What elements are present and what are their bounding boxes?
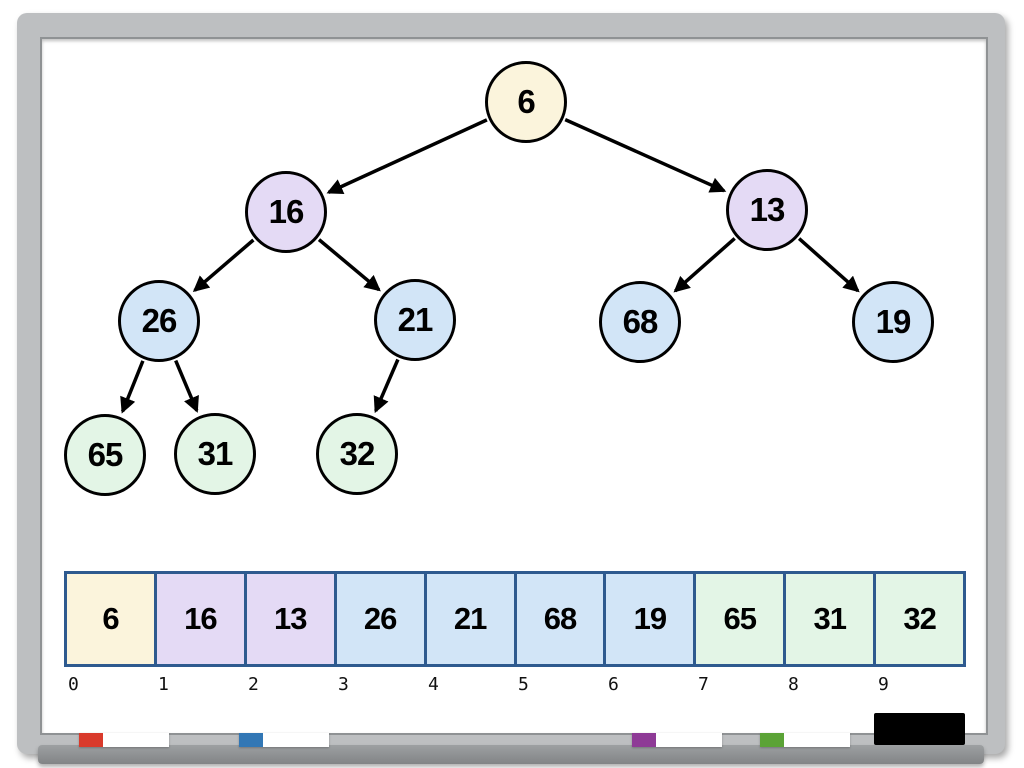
purple-marker-body xyxy=(656,733,722,747)
array-cell-value: 19 xyxy=(633,601,667,636)
array-cell-3[interactable]: 26 xyxy=(333,574,424,664)
array-cell-value: 26 xyxy=(363,601,397,636)
red-marker-body xyxy=(103,733,169,747)
tree-node-label: 16 xyxy=(268,193,305,230)
array-cell-value: 13 xyxy=(274,601,307,636)
tree-node-6[interactable]: 6 xyxy=(485,61,567,143)
blue-marker[interactable] xyxy=(239,733,329,747)
blue-marker-cap xyxy=(239,733,263,747)
array-cell-2[interactable]: 13 xyxy=(243,574,334,664)
array-index-4: 4 xyxy=(428,674,439,695)
tree-node-68[interactable]: 68 xyxy=(599,281,681,363)
blue-marker-body xyxy=(263,733,329,747)
tree-node-label: 6 xyxy=(517,83,535,120)
array-cell-5[interactable]: 68 xyxy=(513,574,604,664)
array-cell-7[interactable]: 65 xyxy=(693,574,784,664)
purple-marker-cap xyxy=(632,733,656,747)
tree-node-26[interactable]: 26 xyxy=(118,280,200,362)
array-cell-6[interactable]: 19 xyxy=(603,574,694,664)
tree-node-label: 13 xyxy=(749,191,786,228)
array-cell-4[interactable]: 21 xyxy=(423,574,514,664)
red-marker[interactable] xyxy=(79,733,169,747)
eraser[interactable] xyxy=(874,713,965,745)
array-index-3: 3 xyxy=(338,674,349,695)
array-index-6: 6 xyxy=(608,674,619,695)
tree-node-13[interactable]: 13 xyxy=(726,169,808,251)
array-cell-8[interactable]: 31 xyxy=(783,574,874,664)
array-index-2: 2 xyxy=(248,674,259,695)
green-marker[interactable] xyxy=(760,733,850,747)
tree-node-32[interactable]: 32 xyxy=(316,413,398,495)
array-cell-value: 32 xyxy=(903,601,936,636)
tree-node-16[interactable]: 16 xyxy=(245,171,327,253)
array-cell-1[interactable]: 16 xyxy=(153,574,244,664)
tree-node-31[interactable]: 31 xyxy=(174,413,256,495)
array-cell-value: 16 xyxy=(184,601,217,636)
tree-node-19[interactable]: 19 xyxy=(852,281,934,363)
array-cell-9[interactable]: 32 xyxy=(873,574,964,664)
array-cell-0[interactable]: 6 xyxy=(67,574,154,664)
array-index-9: 9 xyxy=(878,674,889,695)
tree-node-label: 26 xyxy=(141,302,178,339)
array-index-0: 0 xyxy=(68,674,79,695)
array-cell-value: 68 xyxy=(543,601,577,636)
array-row: 6 16 13 26 21 68 19 65 31 32 xyxy=(64,571,966,667)
tree-node-label: 21 xyxy=(397,301,434,338)
array-cell-value: 31 xyxy=(813,601,846,636)
tree-node-label: 31 xyxy=(197,435,234,472)
green-marker-body xyxy=(784,733,850,747)
tree-node-65[interactable]: 65 xyxy=(64,414,146,496)
array-cell-value: 65 xyxy=(723,601,757,636)
tree-node-label: 68 xyxy=(622,303,659,340)
array-index-5: 5 xyxy=(518,674,529,695)
tree-node-21[interactable]: 21 xyxy=(374,279,456,361)
array-cell-value: 21 xyxy=(453,601,487,636)
purple-marker[interactable] xyxy=(632,733,722,747)
array-index-8: 8 xyxy=(788,674,799,695)
array-index-7: 7 xyxy=(698,674,709,695)
red-marker-cap xyxy=(79,733,103,747)
tree-node-label: 19 xyxy=(875,303,912,340)
array-index-1: 1 xyxy=(158,674,169,695)
tree-node-label: 32 xyxy=(339,435,376,472)
green-marker-cap xyxy=(760,733,784,747)
array-cell-value: 6 xyxy=(102,601,119,636)
marker-tray xyxy=(38,745,984,764)
tree-node-label: 65 xyxy=(87,436,124,473)
